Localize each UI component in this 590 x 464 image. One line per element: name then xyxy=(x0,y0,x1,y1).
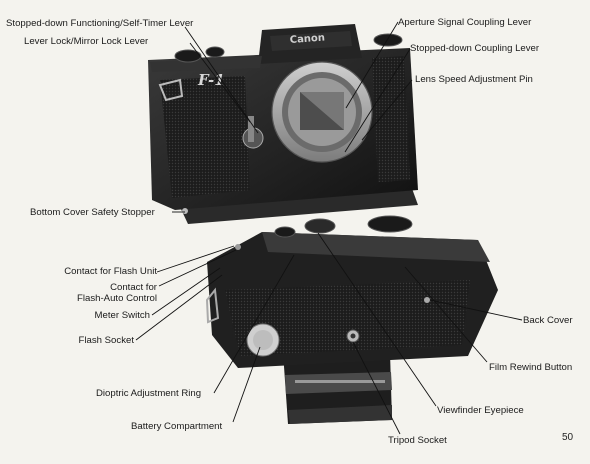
label-contact-flash-auto-2: Flash-Auto Control xyxy=(77,293,157,304)
leatherette-left xyxy=(160,76,250,198)
bottom-plate-panel xyxy=(225,280,470,356)
rewind-button xyxy=(424,297,430,303)
upper-camera: F-1 Canon xyxy=(148,24,418,224)
label-dioptric-ring: Dioptric Adjustment Ring xyxy=(96,388,202,399)
page-number: 50 xyxy=(562,432,574,443)
model-badge: F-1 xyxy=(197,71,225,89)
label-viewfinder-eyepiece: Viewfinder Eyepiece xyxy=(437,405,524,416)
label-contact-flash-auto-1: Contact for xyxy=(110,282,157,293)
label-meter-switch: Meter Switch xyxy=(94,310,150,321)
label-lever-lock: Lever Lock/Mirror Lock Lever xyxy=(24,36,149,47)
strap-lug-lower xyxy=(205,287,220,324)
label-tripod-socket: Tripod Socket xyxy=(388,435,447,446)
label-contact-flash-unit: Contact for Flash Unit xyxy=(64,266,157,277)
label-flash-socket: Flash Socket xyxy=(78,335,134,346)
viewfinder-eyepiece xyxy=(304,218,336,234)
label-stopped-down-coupling: Stopped-down Coupling Lever xyxy=(410,43,540,54)
bottom-cover-stopper xyxy=(182,208,188,214)
label-film-rewind: Film Rewind Button xyxy=(489,362,573,373)
leatherette-right xyxy=(372,56,410,182)
lower-camera xyxy=(205,215,498,424)
strap-lug xyxy=(158,78,184,102)
label-back-cover: Back Cover xyxy=(523,315,573,326)
label-battery-compartment: Battery Compartment xyxy=(131,421,223,432)
brand-badge: Canon xyxy=(289,33,325,46)
label-bottom-cover-stopper: Bottom Cover Safety Stopper xyxy=(30,207,155,218)
label-aperture-signal: Aperture Signal Coupling Lever xyxy=(398,17,532,28)
label-lens-speed-pin: Lens Speed Adjustment Pin xyxy=(415,74,533,85)
label-stopped-down-lever: Stopped-down Functioning/Self-Timer Leve… xyxy=(6,18,194,29)
leader-lines xyxy=(135,21,523,435)
